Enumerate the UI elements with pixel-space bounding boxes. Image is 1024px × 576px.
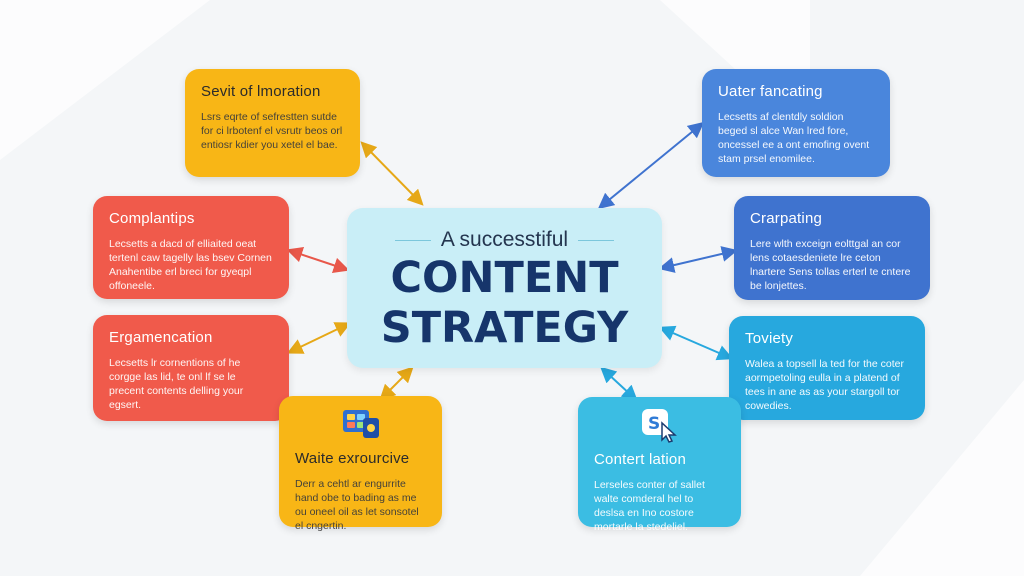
card-text: Lecsetts lr cornentions of he corgge las… — [109, 357, 244, 411]
center-title-line-2: STRATEGY — [380, 303, 629, 353]
connector-bottom-left — [379, 366, 414, 401]
connector-low-left — [286, 322, 352, 354]
card-low-left: Ergamencation Lecsetts lr cornentions of… — [93, 315, 289, 421]
center-title-line-1: CONTENT — [390, 253, 619, 303]
card-text: Lere wlth exceign eolttgal an cor lens c… — [750, 238, 911, 292]
card-top-right: Uater fancating Lecsetts af clentdly sol… — [702, 69, 890, 177]
center-node: A successtiful CONTENT STRATEGY — [347, 208, 662, 368]
connector-low-right — [658, 325, 734, 361]
divider-line — [394, 239, 431, 241]
card-title: Ergamencation — [109, 329, 213, 346]
card-text: Lecsetts a dacd of elliaited oeat terten… — [109, 238, 272, 292]
svg-text:S: S — [648, 414, 660, 434]
cursor-click-icon: S — [640, 407, 678, 448]
card-title: Crarpating — [750, 210, 823, 227]
connector-top-right — [597, 121, 705, 210]
card-mid-left: Complantips Lecsetts a dacd of elliaited… — [93, 196, 289, 299]
divider-line — [578, 239, 615, 241]
card-title: Toviety — [745, 330, 794, 347]
center-subtitle-row: A successtiful — [347, 228, 662, 252]
card-title: Complantips — [109, 210, 195, 227]
center-subtitle: A successtiful — [440, 228, 569, 251]
card-text: Derr a cehtl ar engurrite hand obe to ba… — [295, 478, 419, 532]
connector-top-left — [360, 141, 424, 206]
card-text: Lerseles conter of sallet walte comderal… — [594, 479, 705, 533]
card-title: Uater fancating — [718, 83, 823, 100]
dashboard-screens-icon — [341, 408, 381, 445]
card-title: Contert lation — [594, 451, 687, 468]
connector-mid-right — [658, 246, 738, 273]
card-title: Sevit of lmoration — [201, 83, 321, 100]
card-text: Lecsetts af clentdly soldion beged sl al… — [718, 111, 870, 165]
card-text: Walea a topsell la ted for the coter aor… — [745, 358, 904, 412]
card-top-left: Sevit of lmoration Lsrs eqrte of sefrest… — [185, 69, 360, 177]
card-bottom-right: S Contert lation Lerseles conter of sall… — [578, 397, 741, 533]
card-mid-right: Crarpating Lere wlth exceign eolttgal an… — [734, 196, 930, 300]
card-text: Lsrs eqrte of sefrestten sutde for ci lr… — [201, 111, 343, 151]
card-low-right: Toviety Walea a topsell la ted for the c… — [729, 316, 925, 420]
connector-bottom-right — [600, 366, 638, 402]
card-title: Waite exrourcive — [295, 450, 410, 467]
card-bottom-left: Waite exrourcive Derr a cehtl ar engurri… — [279, 396, 442, 532]
connector-mid-left — [286, 246, 350, 274]
